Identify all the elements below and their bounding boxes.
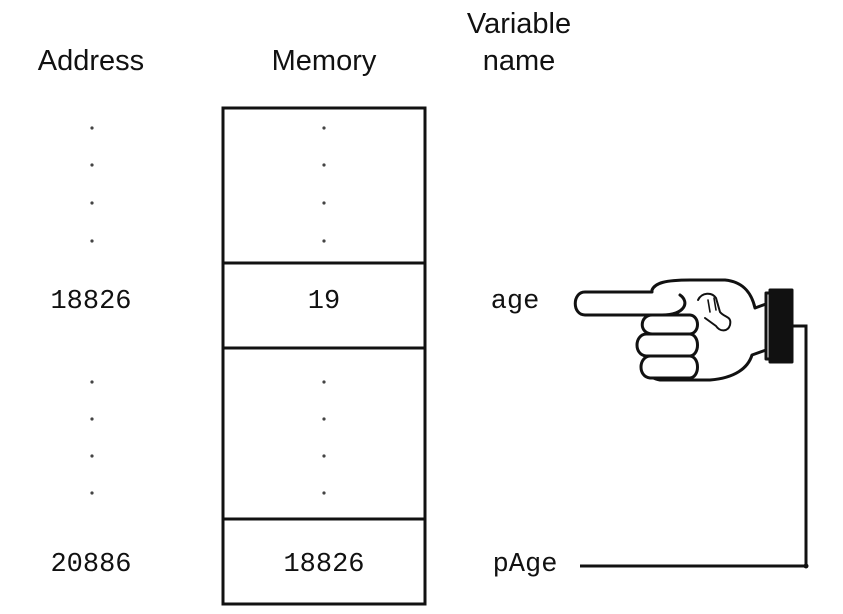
address-ellipsis-top <box>90 126 94 243</box>
variable-name-age: age <box>490 287 540 317</box>
pointing-hand-icon <box>573 278 794 382</box>
memory-value-age: 19 <box>307 287 341 317</box>
address-ellipsis-bottom <box>90 380 94 495</box>
variable-name-header-line2: name <box>482 45 556 77</box>
memory-ellipsis-bottom <box>322 380 326 495</box>
memory-header: Memory <box>271 45 377 77</box>
memory-column <box>221 106 427 606</box>
variable-name-page: pAge <box>492 550 558 580</box>
memory-ellipsis-top <box>322 126 326 243</box>
address-page: 20886 <box>50 550 132 580</box>
memory-value-page: 18826 <box>283 550 365 580</box>
pointer-wire <box>580 324 808 568</box>
address-age: 18826 <box>50 287 132 317</box>
variable-name-header-line1: Variable <box>466 8 572 40</box>
wire-junction <box>803 563 809 569</box>
address-header: Address <box>37 45 145 77</box>
